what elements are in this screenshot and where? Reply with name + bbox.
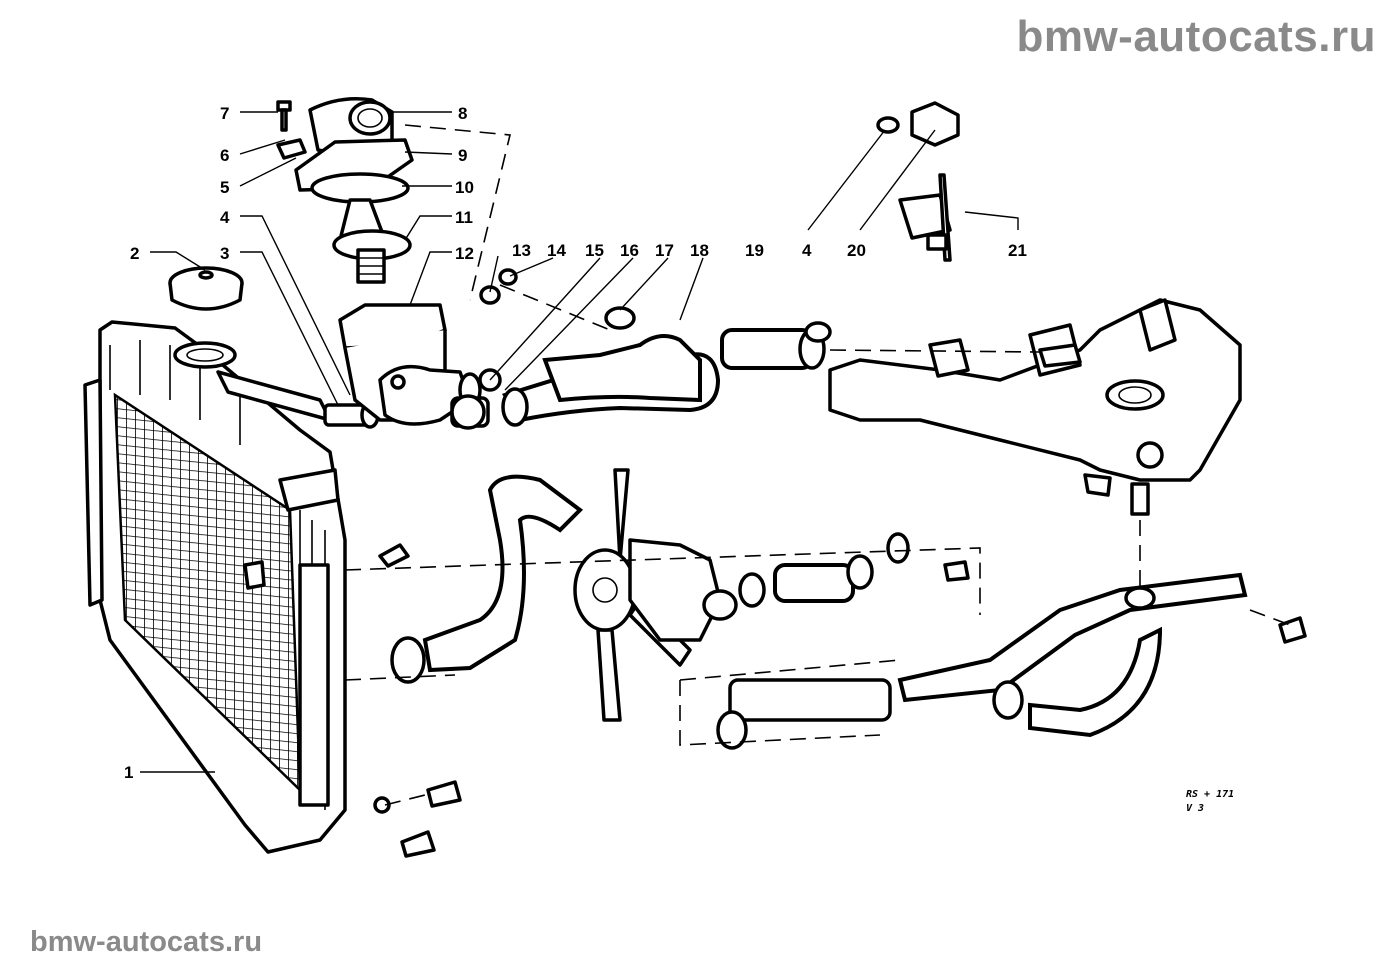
callout-5: 5 (220, 178, 229, 197)
callout-8: 8 (458, 104, 467, 123)
temperature-sender (898, 173, 952, 262)
callout-21: 21 (1008, 241, 1027, 260)
coolant-manifold (828, 298, 1242, 516)
callout-11: 11 (455, 208, 473, 227)
clamps (478, 268, 832, 392)
callout-9: 9 (458, 146, 467, 165)
thermostat (332, 198, 412, 284)
hose-curved (501, 334, 721, 427)
small-bolts (373, 543, 1307, 858)
callout-12: 12 (455, 244, 474, 263)
hose-short-left (450, 394, 490, 430)
plate-code-line2: V 3 (1186, 803, 1205, 814)
phantom-lines (344, 124, 1291, 806)
plate-code-line1: RS + 171 (1186, 789, 1235, 800)
callout-20: 20 (847, 241, 866, 260)
fan (573, 468, 692, 722)
leader-lines (140, 111, 1019, 773)
plate-code: RS + 171 V 3 (1186, 788, 1234, 816)
lower-radiator-hose (390, 474, 584, 684)
bypass-hose (738, 532, 910, 608)
watermark-top: bmw-autocats.ru (1016, 12, 1376, 61)
callout-3: 3 (220, 244, 229, 263)
callout-2: 2 (130, 244, 139, 263)
watermark-bottom: bmw-autocats.ru (30, 926, 263, 958)
nut-and-washer (876, 101, 960, 147)
water-pump (628, 538, 738, 642)
callout-16: 16 (620, 241, 639, 260)
heater-pipe (716, 572, 1248, 750)
callout-labels: 7 6 5 4 3 2 8 9 10 11 12 13 14 15 16 17 … (124, 104, 1027, 782)
thermostat-gasket (310, 172, 410, 204)
callout-1: 1 (124, 763, 133, 782)
callout-18: 18 (690, 241, 709, 260)
filler-neck (173, 341, 237, 369)
callout-14: 14 (547, 241, 566, 260)
callout-13: 13 (512, 241, 531, 260)
callout-15: 15 (585, 241, 604, 260)
callout-17: 17 (655, 241, 674, 260)
upper-pipe (216, 370, 380, 429)
callout-19: 19 (745, 241, 764, 260)
callout-4-left: 4 (220, 208, 230, 227)
thermostat-lower-body (338, 303, 482, 426)
callout-4-right: 4 (802, 241, 812, 260)
housing-bolt (276, 100, 307, 160)
callout-7: 7 (220, 104, 229, 123)
hose-19 (720, 328, 826, 370)
radiator (83, 320, 347, 854)
radiator-cap (168, 266, 244, 311)
callout-6: 6 (220, 146, 229, 165)
callout-10: 10 (455, 178, 474, 197)
